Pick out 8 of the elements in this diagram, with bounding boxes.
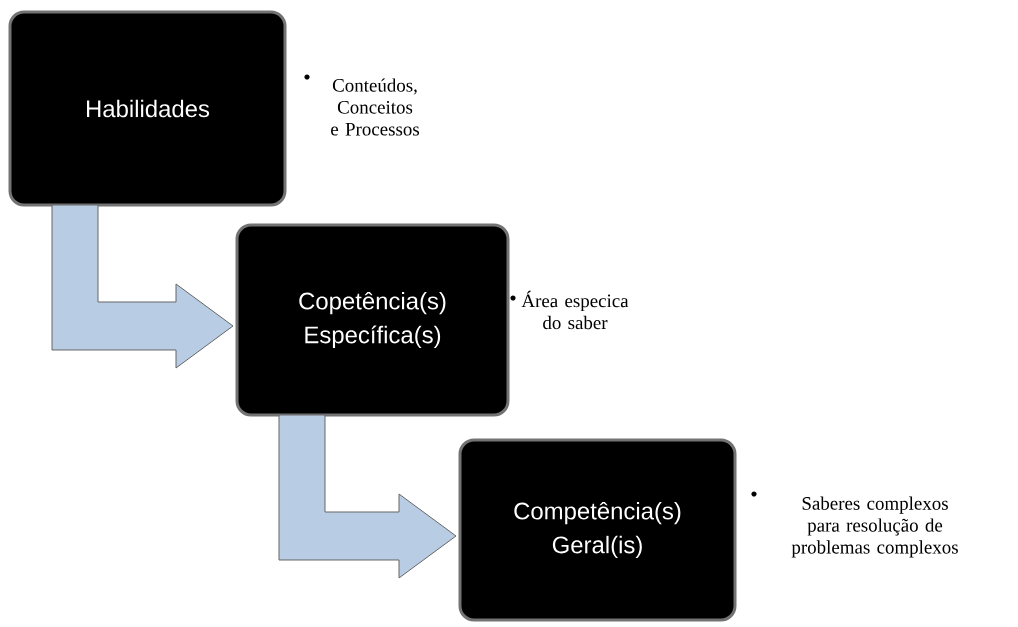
note-text: Saberes complexos para resolução de problemas complexos (791, 496, 958, 558)
process-box: Copetência(s) Específica(s) (235, 223, 510, 417)
note-text: Conteúdos, Conceitos e Processos (331, 78, 419, 136)
process-box: Competência(s) Geral(is) (458, 438, 737, 622)
block-arrow (278, 414, 457, 579)
note-text: Área especica do saber (521, 290, 629, 330)
block-arrow (51, 204, 234, 369)
process-box: Habilidades (8, 10, 287, 207)
